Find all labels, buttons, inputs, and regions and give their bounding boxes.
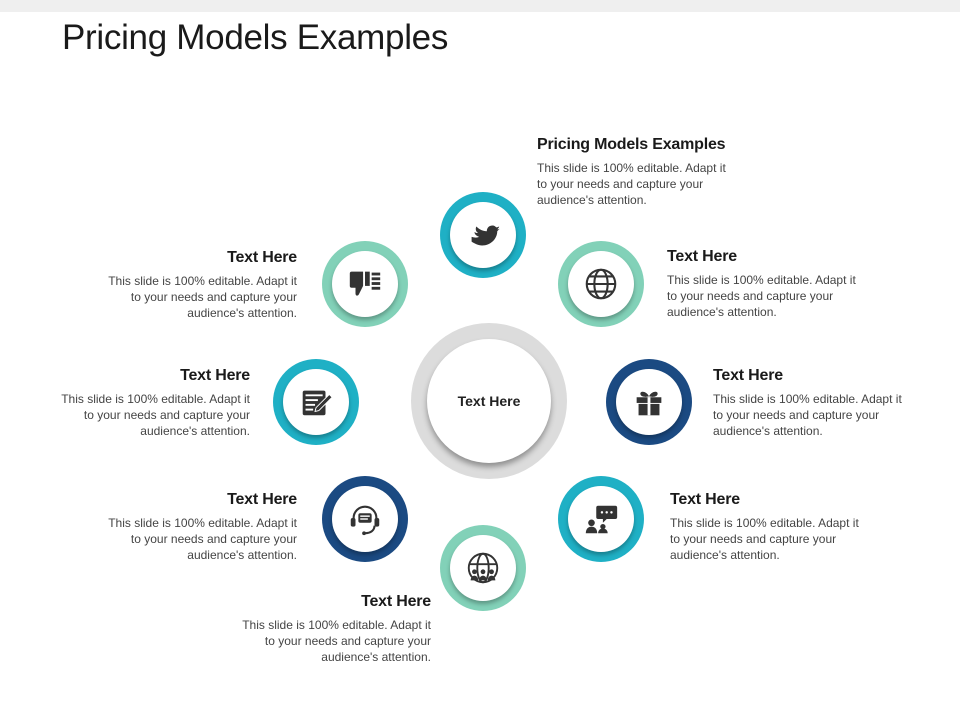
node-ring-2: [558, 241, 644, 327]
globe-icon: [585, 268, 617, 300]
block-text: This slide is 100% editable. Adapt it to…: [537, 161, 726, 207]
chat-people-icon: [585, 505, 618, 534]
block-heading: Pricing Models Examples: [537, 136, 726, 153]
node-ring-5: [440, 525, 526, 611]
block-text: This slide is 100% editable. Adapt it to…: [108, 274, 297, 320]
text-block-8: Text Here This slide is 100% editable. A…: [97, 249, 297, 321]
text-block-3: Text Here This slide is 100% editable. A…: [713, 367, 913, 439]
node-ring-6: [322, 476, 408, 562]
bird-icon: [471, 225, 501, 246]
document-pen-icon: [302, 390, 333, 416]
gift-icon: [636, 391, 662, 416]
center-label: Text Here: [427, 339, 551, 463]
node-ring-1: [440, 192, 526, 278]
block-text: This slide is 100% editable. Adapt it to…: [713, 392, 902, 438]
node-ring-4: [558, 476, 644, 562]
block-text: This slide is 100% editable. Adapt it to…: [242, 618, 431, 664]
top-strip: [0, 0, 960, 12]
slide-title: Pricing Models Examples: [62, 18, 449, 57]
block-text: This slide is 100% editable. Adapt it to…: [61, 392, 250, 438]
text-block-1: Pricing Models Examples This slide is 10…: [537, 136, 737, 208]
block-heading: Text Here: [667, 248, 737, 265]
node-ring-7: [273, 359, 359, 445]
text-block-5: Text Here This slide is 100% editable. A…: [231, 593, 431, 665]
headset-icon: [350, 505, 380, 536]
block-text: This slide is 100% editable. Adapt it to…: [667, 273, 856, 319]
block-heading: Text Here: [361, 593, 431, 610]
block-heading: Text Here: [180, 367, 250, 384]
node-ring-3: [606, 359, 692, 445]
center-circle: Text Here: [411, 323, 567, 479]
thumbs-down-icon: [349, 271, 381, 296]
text-block-7: Text Here This slide is 100% editable. A…: [50, 367, 250, 439]
node-ring-8: [322, 241, 408, 327]
text-block-2: Text Here This slide is 100% editable. A…: [667, 248, 867, 320]
globe-network-icon: [467, 552, 499, 584]
block-text: This slide is 100% editable. Adapt it to…: [670, 516, 859, 562]
block-heading: Text Here: [227, 491, 297, 508]
block-heading: Text Here: [670, 491, 740, 508]
block-text: This slide is 100% editable. Adapt it to…: [108, 516, 297, 562]
text-block-4: Text Here This slide is 100% editable. A…: [670, 491, 870, 563]
text-block-6: Text Here This slide is 100% editable. A…: [97, 491, 297, 563]
block-heading: Text Here: [227, 249, 297, 266]
block-heading: Text Here: [713, 367, 783, 384]
